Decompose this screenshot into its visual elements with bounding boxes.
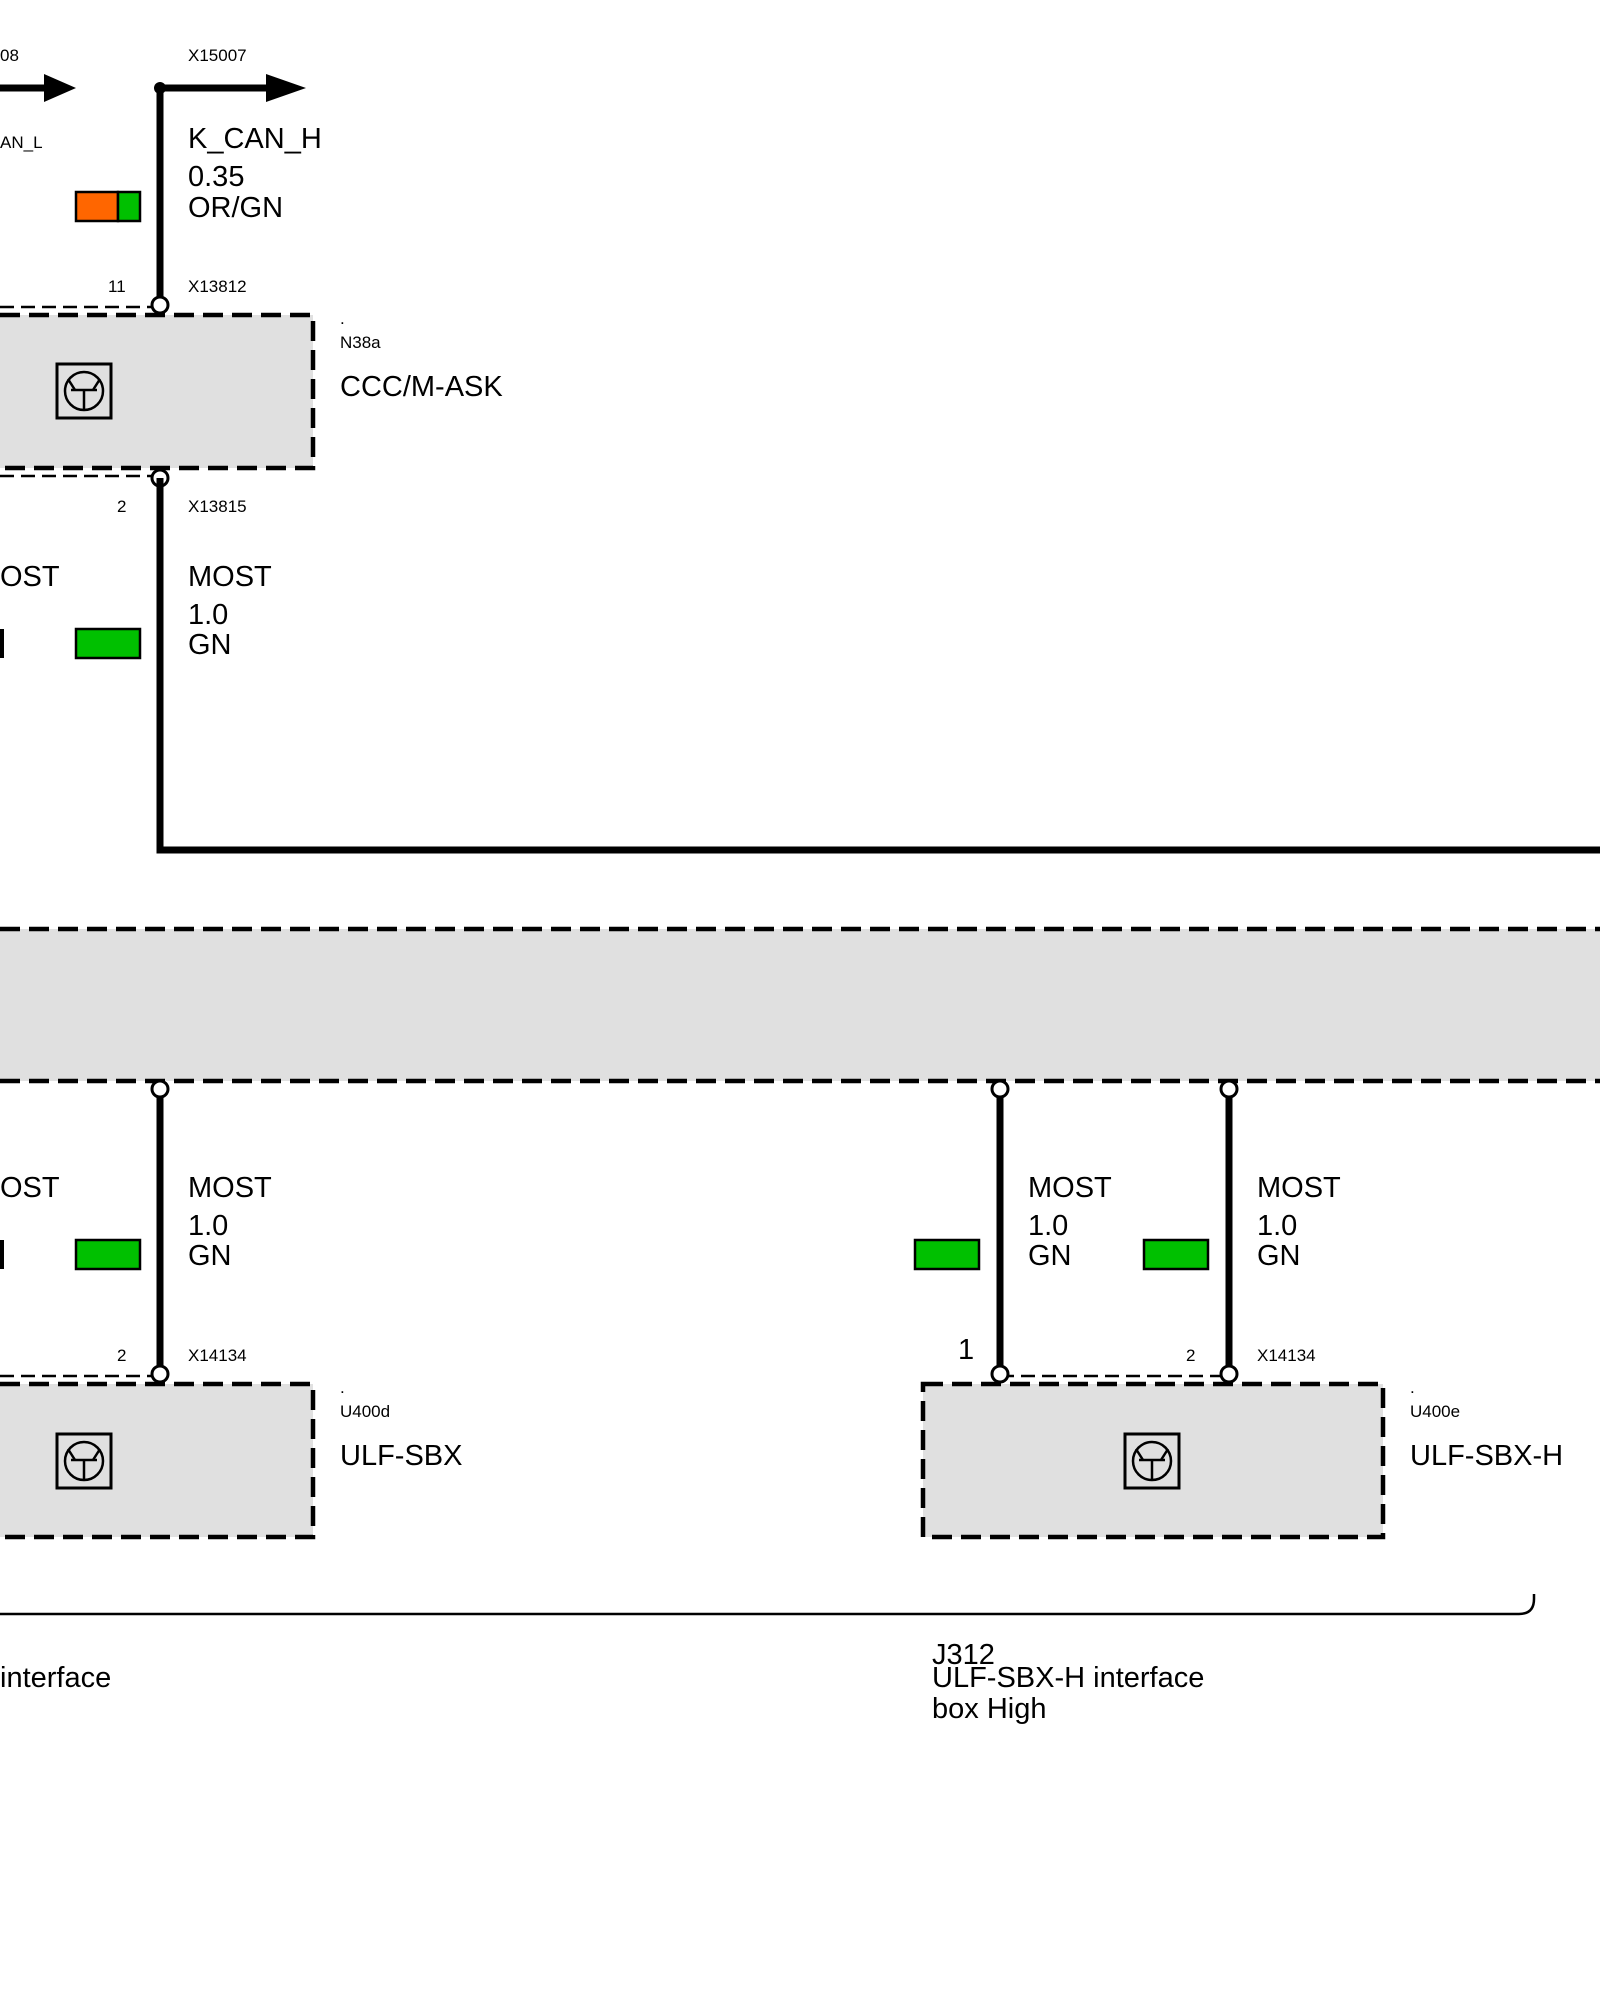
connector-label-x13815: X13815 [188, 497, 247, 516]
transistor-icon [55, 362, 113, 420]
sbx-name: ULF-SBX [340, 1440, 462, 1472]
connector-label-x14134-sbx: X14134 [188, 1346, 247, 1365]
bus-pin-sbxh-2 [1219, 1079, 1239, 1099]
group-left-partial: interface [0, 1662, 111, 1694]
most-sbxh2-color-swatch [1142, 1238, 1210, 1271]
wire-name-left-partial: AN_L [0, 133, 43, 152]
ccc-name: CCC/M-ASK [340, 371, 503, 403]
bus-pin-sbxh-1 [990, 1079, 1010, 1099]
group-j312-line2: box High [932, 1693, 1046, 1725]
transistor-icon [1123, 1432, 1181, 1490]
group-j312-id: J312 [932, 1639, 995, 1671]
most-ccc-wire-color: GN [188, 629, 232, 661]
most-sbx-wire-color: GN [188, 1240, 232, 1272]
pin-number-2: 2 [117, 497, 126, 516]
sbx-dot: . [340, 1378, 345, 1397]
sbxh-dot: . [1410, 1378, 1415, 1397]
ccc-module-box [0, 312, 316, 471]
sbx-module-box [0, 1381, 316, 1540]
sbxh-name: ULF-SBX-H [1410, 1440, 1563, 1472]
sbx-id: U400d [340, 1402, 390, 1421]
kcan-wire-gauge: 0.35 [188, 161, 244, 193]
most-bus-block [0, 926, 1600, 1084]
bus-pin-sbx [150, 1079, 170, 1099]
most-wire-ccc [156, 478, 1600, 854]
connector-label-x13812: X13812 [188, 277, 247, 296]
group-j312-line1: ULF-SBX-H interface [932, 1662, 1204, 1694]
top-right-wire [154, 74, 306, 102]
group-bracket [0, 1594, 1536, 1616]
most-sbxh1-wire-color: GN [1028, 1240, 1072, 1272]
transistor-icon [55, 1432, 113, 1490]
pin-number-11: 11 [108, 277, 126, 296]
sbxh-pin-1 [990, 1364, 1010, 1384]
kcan-wire-name: K_CAN_H [188, 123, 322, 155]
most-sbxh2-wire-color: GN [1257, 1240, 1301, 1272]
top-left-wire [0, 74, 76, 102]
arrow-right-icon [266, 74, 306, 102]
kcan-color-swatch [74, 190, 142, 223]
partial-swatch-edge [0, 629, 4, 658]
most-sbxh2-wire-gauge: 1.0 [1257, 1210, 1297, 1242]
most-sbxh1-wire-name: MOST [1028, 1172, 1112, 1204]
most-ccc-wire-name: MOST [188, 561, 272, 593]
most-sbxh1-wire-gauge: 1.0 [1028, 1210, 1068, 1242]
ccc-dot: . [340, 309, 345, 328]
most-sbxh2-wire-name: MOST [1257, 1172, 1341, 1204]
most-sbx-wire-name: MOST [188, 1172, 272, 1204]
kcan-wire-color: OR/GN [188, 192, 283, 224]
most-ccc-color-swatch [74, 627, 142, 660]
ccc-id: N38a [340, 333, 381, 352]
most-sbx-color-swatch [74, 1238, 142, 1271]
most-ccc-wire-gauge: 1.0 [188, 599, 228, 631]
arrow-right-icon [44, 74, 76, 102]
connector-label-left-partial: 08 [0, 46, 19, 65]
sbxh-pin-2 [1219, 1364, 1239, 1384]
pin-number-2-sbxh: 2 [1186, 1346, 1195, 1365]
sbx-pin-2 [150, 1364, 170, 1384]
connector-label-x14134-sbxh: X14134 [1257, 1346, 1316, 1365]
most-wire-left-partial-2: OST [0, 1172, 60, 1204]
partial-swatch-edge [0, 1240, 4, 1269]
pin-number-1-sbxh: 1 [958, 1334, 974, 1366]
most-sbx-wire-gauge: 1.0 [188, 1210, 228, 1242]
pin-number-2-sbx: 2 [117, 1346, 126, 1365]
most-wire-left-partial: OST [0, 561, 60, 593]
most-sbxh1-color-swatch [913, 1238, 981, 1271]
ccc-pin-11 [150, 295, 170, 315]
sbxh-id: U400e [1410, 1402, 1460, 1421]
connector-label-x15007: X15007 [188, 46, 247, 65]
